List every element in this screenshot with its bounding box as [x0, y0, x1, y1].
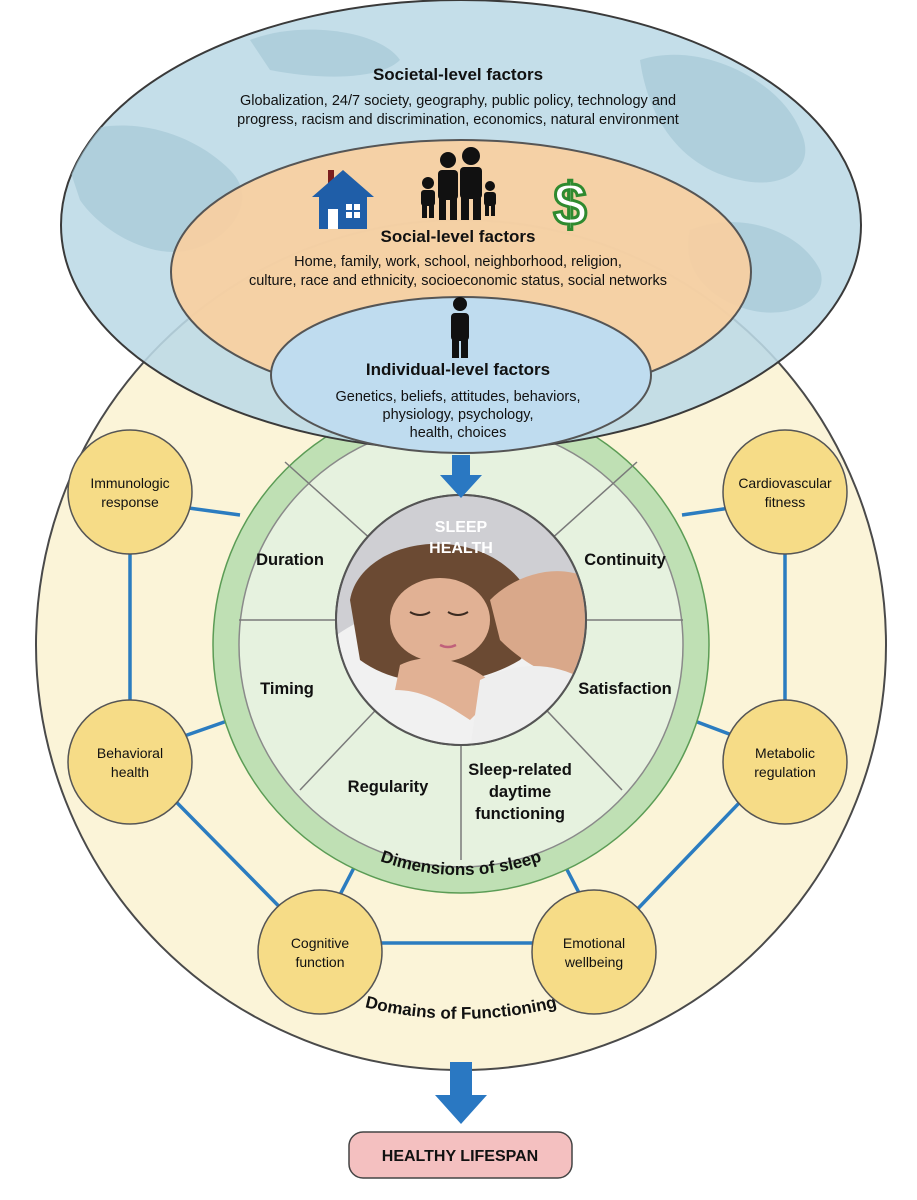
domain-metabolic-line-1: Metabolic	[755, 745, 815, 761]
dimension-satisfaction: Satisfaction	[578, 680, 672, 698]
dimension-continuity: Continuity	[584, 551, 666, 569]
individual-line-1: Genetics, beliefs, attitudes, behaviors,	[335, 389, 580, 405]
domain-immunologic-line-2: response	[101, 494, 159, 510]
individual-ellipse	[270, 296, 652, 454]
sleep-health-line-2: HEALTH	[429, 540, 493, 557]
domain-emotional-line-2: wellbeing	[564, 954, 623, 970]
domain-behavioral-line-2: health	[111, 764, 149, 780]
dollar-icon: $	[553, 171, 586, 238]
social-line-2: culture, race and ethnicity, socioeconom…	[249, 273, 667, 289]
domain-cardiovascular-line-2: fitness	[765, 494, 805, 510]
individual-line-3: health, choices	[410, 425, 507, 441]
domain-node-cognitive: Cognitive function	[257, 889, 383, 1015]
domain-emotional-line-1: Emotional	[563, 935, 625, 951]
societal-title: Societal-level factors	[373, 65, 543, 84]
dimension-timing: Timing	[260, 680, 314, 698]
healthy-lifespan-label: HEALTHY LIFESPAN	[382, 1148, 538, 1165]
person-icon	[451, 297, 469, 358]
domain-node-metabolic: Metabolic regulation	[722, 699, 848, 825]
domain-behavioral-line-1: Behavioral	[97, 745, 163, 761]
domain-metabolic-line-2: regulation	[754, 764, 816, 780]
individual-line-2: physiology, psychology,	[383, 407, 534, 423]
domain-node-emotional: Emotional wellbeing	[531, 889, 657, 1015]
dimension-daytime-line-3: functioning	[475, 805, 565, 823]
domain-cognitive-line-1: Cognitive	[291, 935, 350, 951]
societal-line-1: Globalization, 24/7 society, geography, …	[240, 93, 676, 109]
healthy-lifespan-box	[348, 1131, 573, 1179]
dimension-duration: Duration	[256, 551, 324, 569]
dimension-regularity: Regularity	[348, 778, 430, 796]
individual-title: Individual-level factors	[366, 360, 550, 379]
domain-immunologic-line-1: Immunologic	[90, 475, 169, 491]
domain-node-behavioral: Behavioral health	[67, 699, 193, 825]
dimension-daytime-line-2: daytime	[489, 783, 551, 801]
domain-cardiovascular-line-1: Cardiovascular	[738, 475, 832, 491]
domain-node-cardiovascular: Cardiovascular fitness	[722, 429, 848, 555]
arrow-down-icon	[440, 455, 482, 498]
social-title: Social-level factors	[381, 227, 536, 246]
societal-line-2: progress, racism and discrimination, eco…	[237, 112, 679, 128]
domain-node-immunologic: Immunologic response	[67, 429, 193, 555]
sleep-health-line-1: SLEEP	[435, 519, 488, 536]
family-icon	[421, 147, 496, 220]
sleeping-person-illustration	[335, 494, 587, 746]
arrow-down-lifespan-icon	[435, 1062, 487, 1124]
dimension-daytime-line-1: Sleep-related	[468, 761, 572, 779]
house-icon	[312, 170, 374, 229]
domain-cognitive-line-2: function	[295, 954, 344, 970]
social-line-1: Home, family, work, school, neighborhood…	[294, 254, 622, 270]
